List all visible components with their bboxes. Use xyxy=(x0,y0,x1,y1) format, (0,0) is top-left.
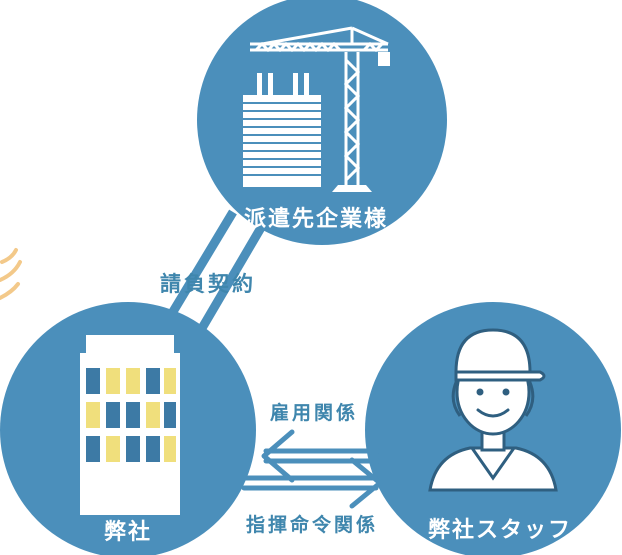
construction-icon xyxy=(243,26,390,192)
employment-label: 雇用関係 xyxy=(270,402,359,424)
worker-icon xyxy=(428,328,558,492)
company-label: 弊社 xyxy=(104,520,153,545)
staff-label: 弊社スタッフ xyxy=(428,518,573,543)
employment-arrow xyxy=(261,429,381,483)
command-label: 指揮命令関係 xyxy=(246,514,379,536)
contract-label: 請負契約 xyxy=(160,272,256,296)
office-building-icon xyxy=(80,335,180,515)
contract-connector xyxy=(161,209,266,338)
decorative-strokes xyxy=(0,248,22,300)
command-arrow xyxy=(241,457,383,509)
building-windows xyxy=(86,368,176,462)
client-label: 派遣先企業様 xyxy=(244,207,389,232)
